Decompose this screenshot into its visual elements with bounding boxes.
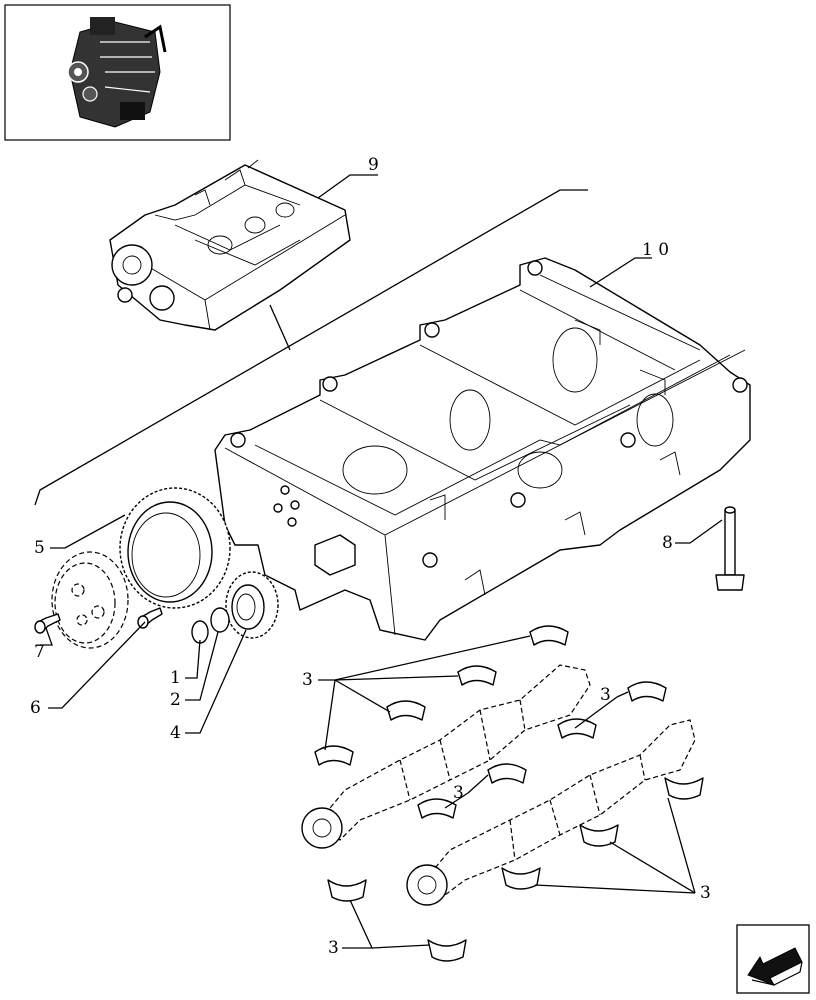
washer-2 [210,607,230,633]
label-circlip: 1 [170,668,181,688]
bolt-8 [715,506,745,591]
leader-lines [40,174,723,949]
label-bolt: 8 [662,533,673,553]
label-bearing-e: 3 [328,938,339,958]
divider-leader [269,304,291,351]
circlip-1 [191,620,209,644]
label-bearing-c: 3 [453,783,464,803]
label-bearing-d: 3 [700,883,711,903]
engine-thumbnail-icon[interactable] [4,4,231,141]
label-gear-large: 5 [34,538,45,558]
screw-6 [137,607,163,629]
timing-disc [51,551,129,649]
housing-assembly-9 [109,159,351,331]
label-washer: 2 [170,690,181,710]
label-screw-small: 7 [34,642,45,662]
divider-line [34,189,588,506]
label-lower-block: 1 0 [642,240,669,260]
label-housing: 9 [368,155,379,175]
lower-block-10 [214,257,751,641]
bearing-shells [314,625,704,962]
label-bearing-b: 3 [600,685,611,705]
screw-7 [34,613,61,634]
small-gear-4 [225,571,279,639]
label-bearing-a: 3 [302,670,313,690]
large-gear-5 [119,487,231,609]
camshaft-lower [406,719,696,906]
camshaft-upper [301,664,591,849]
label-screw-med: 6 [30,698,41,718]
label-gear-small: 4 [170,723,181,743]
arrow-next-icon[interactable] [736,924,810,994]
